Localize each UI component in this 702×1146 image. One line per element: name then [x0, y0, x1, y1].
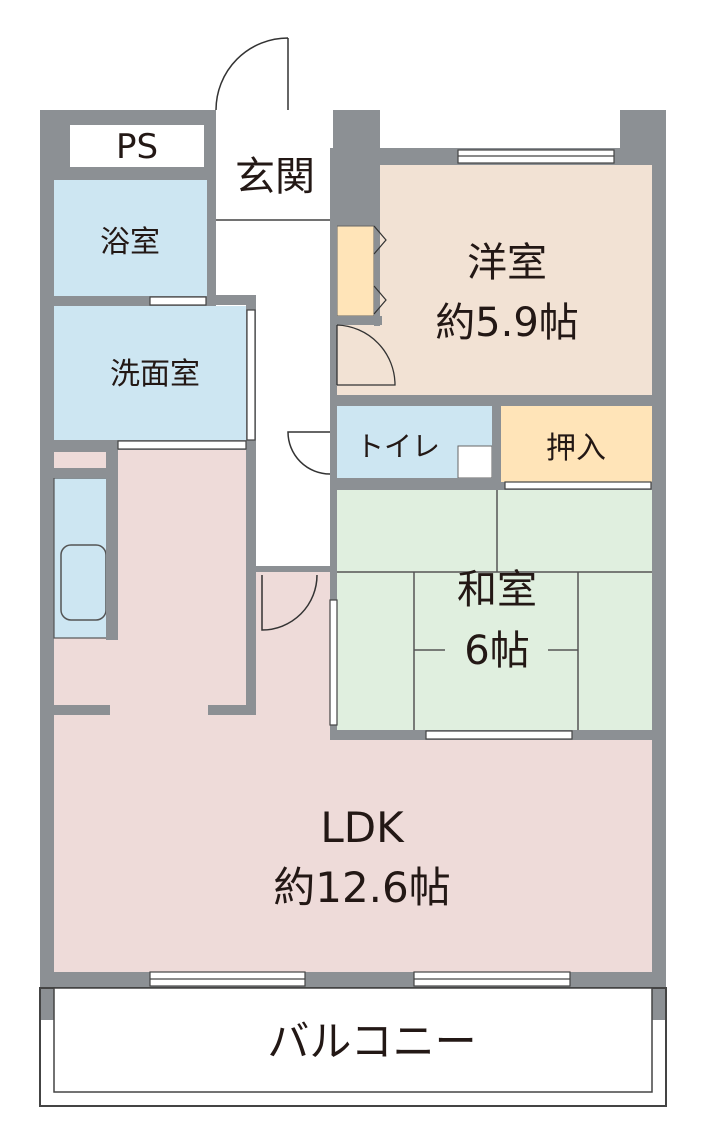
- label-washroom: 洗面室: [110, 357, 200, 392]
- room-western: [380, 165, 652, 395]
- label-western-size: 約5.9帖: [435, 300, 579, 346]
- room-entrance: [216, 125, 334, 220]
- doors: [215, 37, 396, 631]
- room-ldk: [54, 450, 652, 972]
- label-japanese-name: 和室: [457, 567, 537, 613]
- windows: [117, 149, 652, 987]
- balcony-floor: [53, 987, 653, 1093]
- room-bathroom: [54, 180, 207, 296]
- room-washroom: [54, 306, 246, 440]
- western-closet: [336, 225, 375, 317]
- bathtub-area: [53, 477, 115, 639]
- label-japanese-size: 6帖: [464, 628, 529, 674]
- label-entrance: 玄関: [235, 154, 315, 200]
- label-toilet: トイレ: [356, 430, 440, 463]
- tatami-lines: [337, 490, 652, 730]
- label-western-name: 洋室: [467, 240, 547, 286]
- western-corner: [337, 325, 382, 395]
- room-japanese: [337, 490, 652, 730]
- toilet-pipe-space: [457, 445, 493, 479]
- label-bathroom: 浴室: [100, 225, 160, 260]
- label-closet: 押入: [546, 431, 606, 466]
- label-balcony: バルコニー: [267, 1017, 476, 1066]
- label-ldk-name: LDK: [320, 803, 405, 852]
- label-ps: PS: [116, 127, 158, 167]
- label-ldk-size: 約12.6帖: [273, 863, 451, 912]
- room-ps: [70, 125, 204, 167]
- room-closet: [501, 406, 652, 482]
